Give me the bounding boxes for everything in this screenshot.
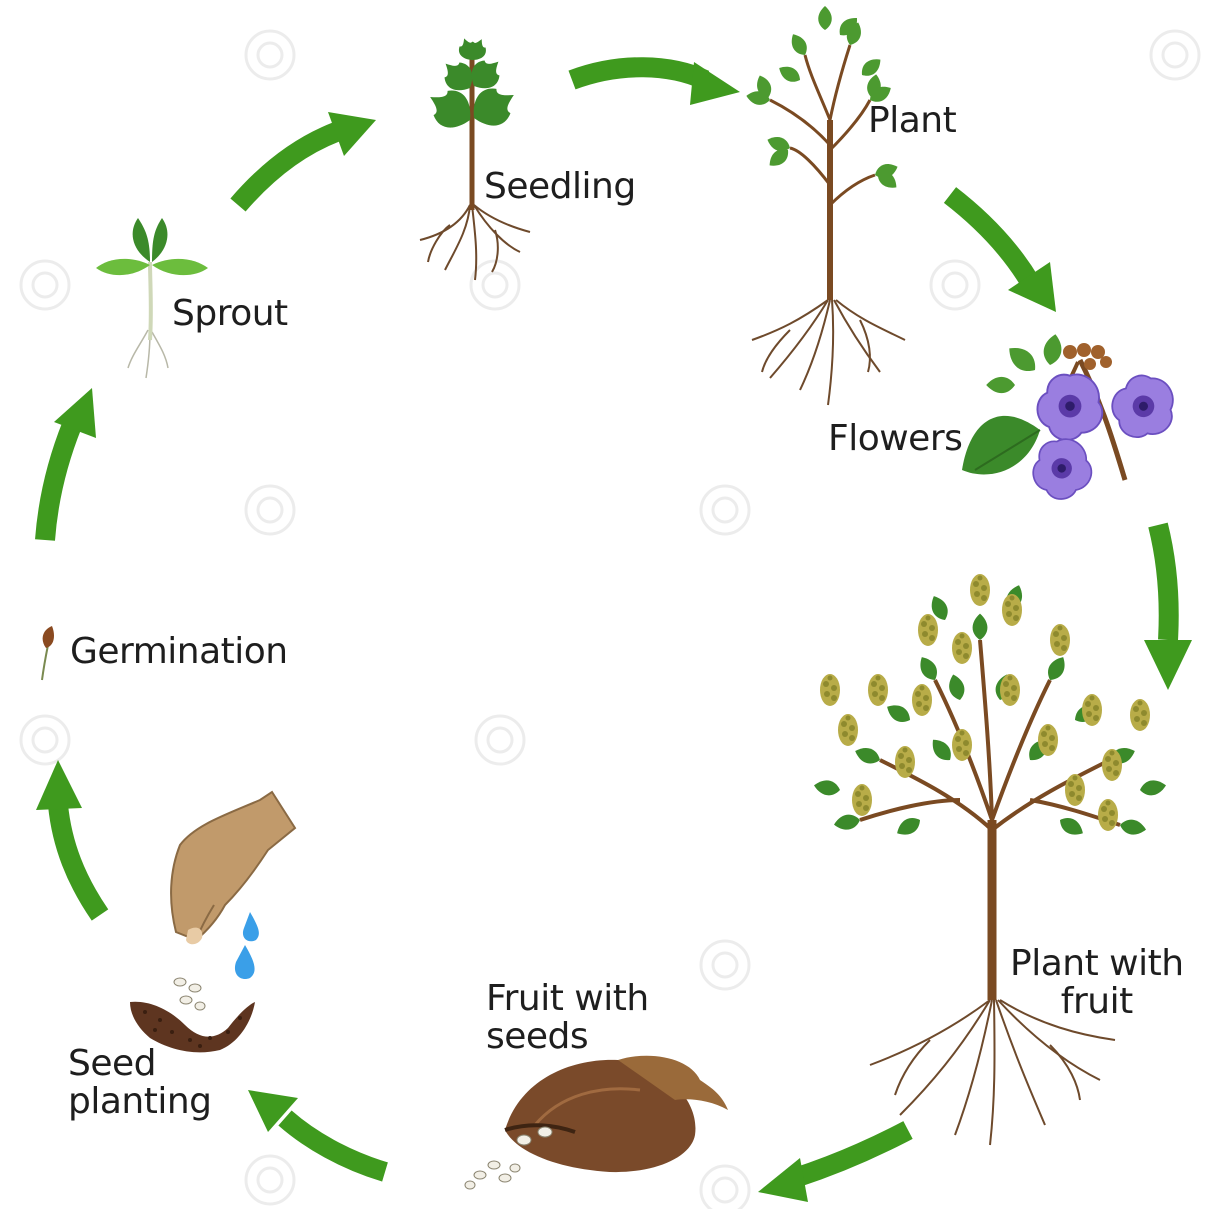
plant-icon [745, 6, 905, 405]
seed-planting-icon [130, 792, 295, 1052]
arrow-planting-to-germination-icon [36, 760, 100, 915]
arrow-sprout-to-seedling-icon [238, 112, 376, 205]
arrow-fruit-to-planting-icon [248, 1090, 385, 1172]
fruit-with-seeds-icon [465, 1056, 728, 1189]
flowers-icon [962, 333, 1181, 504]
arrow-tree-to-fruit-icon [758, 1130, 908, 1202]
label-seed-planting: Seed planting [68, 1045, 212, 1121]
arrow-seedling-to-plant-icon [572, 62, 740, 105]
label-plant-with-fruit: Plant with fruit [1010, 945, 1184, 1021]
label-seedling: Seedling [484, 168, 636, 206]
plant-with-fruit-icon [813, 574, 1168, 1145]
label-sprout: Sprout [172, 295, 288, 333]
arrow-germination-to-sprout-icon [45, 388, 96, 540]
label-flowers: Flowers [828, 420, 962, 458]
arrow-plant-to-flowers-icon [950, 195, 1056, 312]
label-fruit-with-seeds: Fruit with seeds [486, 980, 649, 1056]
label-germination: Germination [70, 633, 288, 671]
label-plant: Plant [868, 102, 956, 140]
arrow-flowers-to-tree-icon [1144, 525, 1192, 690]
seedling-icon [420, 35, 530, 280]
germination-icon [42, 626, 54, 680]
